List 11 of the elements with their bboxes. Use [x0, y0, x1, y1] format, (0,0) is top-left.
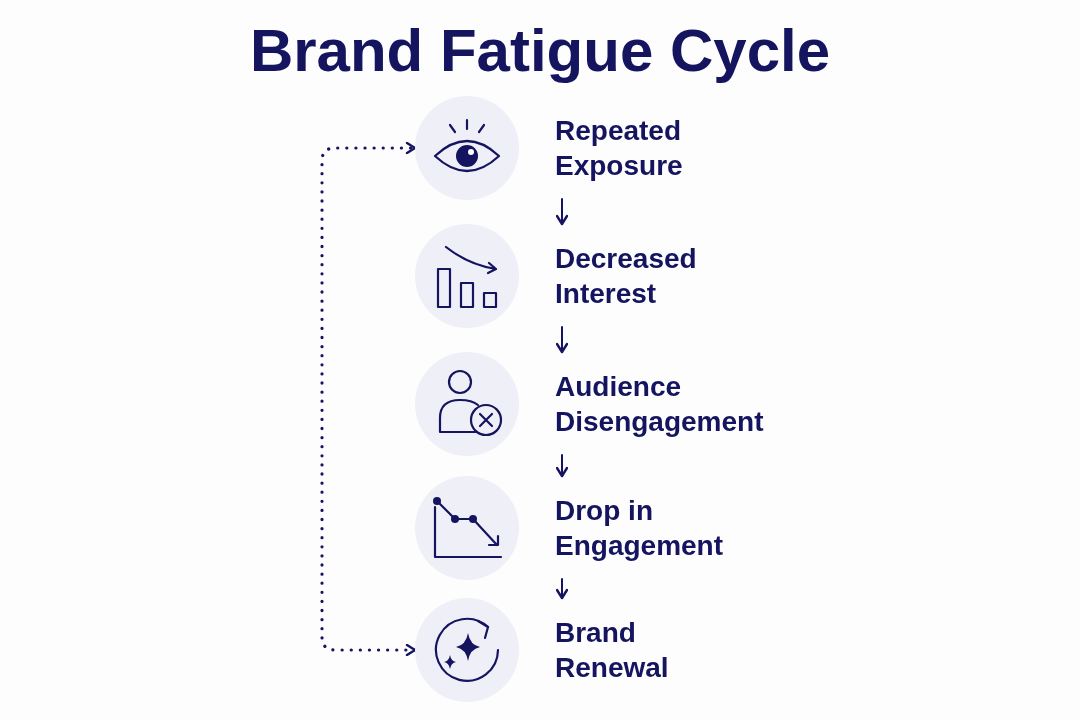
step-label: Brand Renewal	[555, 616, 670, 685]
step-label: Drop in Engagement	[555, 494, 725, 563]
down-arrow	[555, 326, 569, 354]
step-label: Decreased Interest	[555, 242, 698, 311]
down-arrow	[555, 578, 569, 600]
down-arrow	[555, 454, 569, 478]
title: Brand Fatigue Cycle	[248, 16, 832, 85]
dotted-loop-arrow	[320, 141, 417, 657]
step-label: Audience Disengagement	[555, 370, 765, 439]
step-label: Repeated Exposure	[555, 114, 684, 183]
down-arrow	[555, 198, 569, 226]
